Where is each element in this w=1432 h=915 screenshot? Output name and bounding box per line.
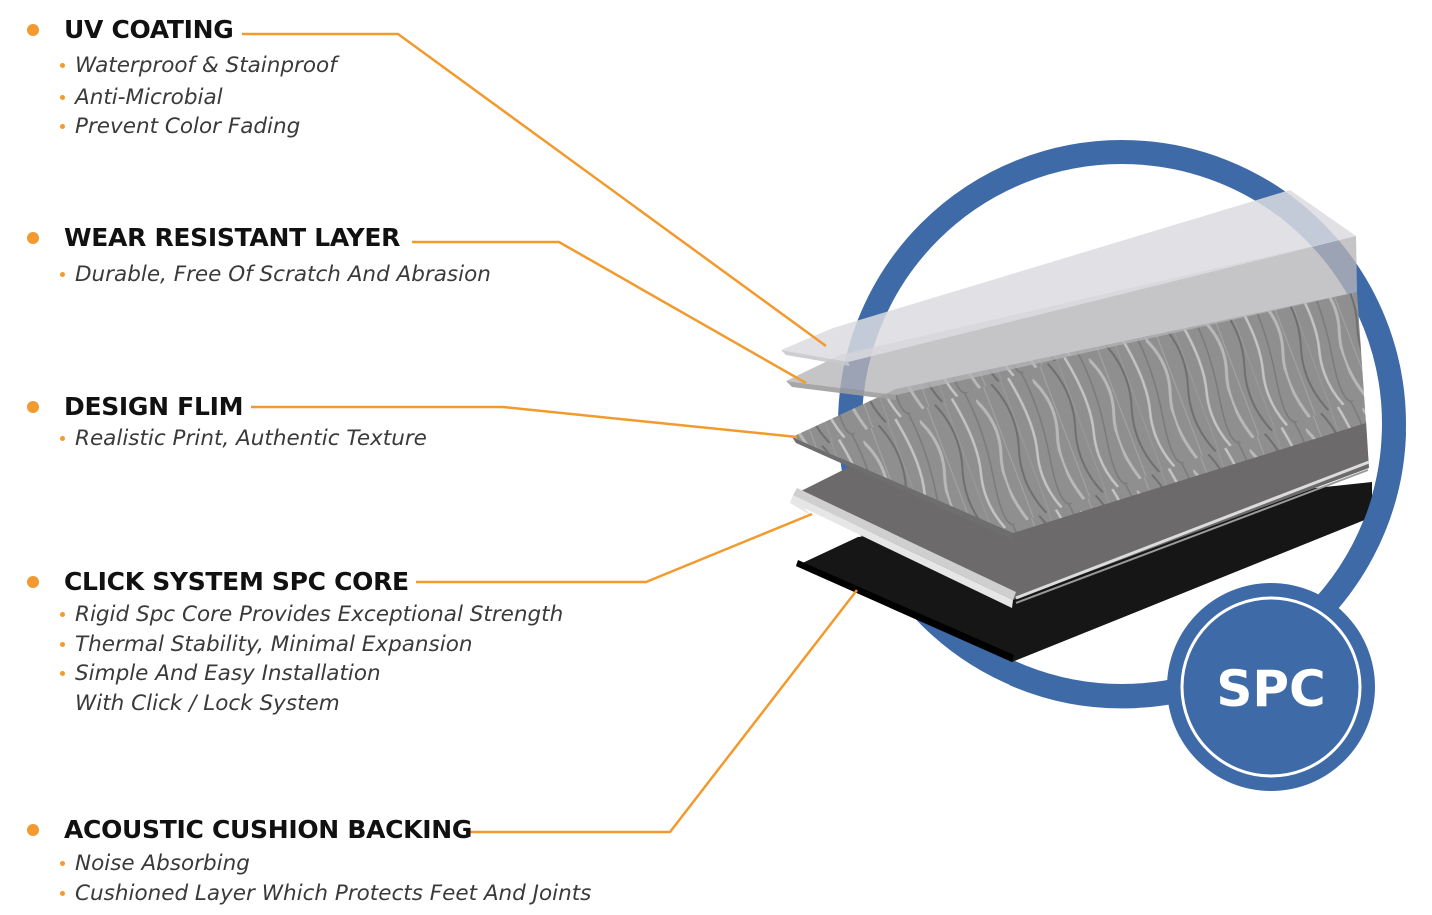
bullet-marker (60, 436, 65, 441)
orange-bullet-dot (27, 23, 39, 36)
bullet-marker (60, 890, 65, 896)
acoustic-backing-feature-list: Noise Absorbing Cushioned Layer Which Pr… (60, 849, 591, 908)
feature-item: Prevent Color Fading (60, 112, 337, 142)
uv-coating-sheet (781, 190, 1356, 366)
layer-title-acoustic-backing: ACOUSTIC CUSHION BACKING (64, 815, 473, 844)
orange-bullet-dot (27, 823, 39, 836)
feature-item: Noise Absorbing (60, 849, 591, 879)
layer-title-row: WEAR RESISTANT LAYER (27, 223, 400, 252)
spc-badge-icon: SPC (1167, 583, 1375, 791)
design-film-feature-list: Realistic Print, Authentic Texture (60, 424, 427, 454)
wear-layer-feature-list: Durable, Free Of Scratch And Abrasion (60, 260, 491, 290)
design-film-slab (792, 292, 1366, 540)
leader-line-uv (242, 32, 827, 348)
feature-item: Anti-Microbial (60, 83, 337, 113)
leader-line-core (416, 512, 813, 584)
feature-item: Thermal Stability, Minimal Expansion (60, 630, 563, 660)
layer-title-wear-resistant: WEAR RESISTANT LAYER (64, 223, 401, 252)
feature-item: Rigid Spc Core Provides Exceptional Stre… (60, 600, 563, 630)
feature-item: Durable, Free Of Scratch And Abrasion (60, 260, 491, 290)
layer-title-row: DESIGN FLIM (27, 392, 243, 421)
layer-title-spc-core: CLICK SYSTEM SPC CORE (64, 567, 409, 596)
layer-title-row: ACOUSTIC CUSHION BACKING (27, 815, 472, 844)
bullet-marker (60, 861, 65, 866)
bullet-marker (60, 124, 65, 129)
bullet-marker (60, 94, 65, 100)
leader-lines (242, 32, 858, 834)
leader-line-wear (412, 240, 807, 385)
feature-item: Realistic Print, Authentic Texture (60, 424, 427, 454)
leader-line-backing (466, 589, 858, 834)
feature-item: Waterproof & Stainproof (60, 51, 337, 81)
bullet-marker (60, 671, 65, 676)
orange-bullet-dot (27, 400, 39, 413)
bullet-marker (60, 272, 65, 277)
spc-core-feature-list: Rigid Spc Core Provides Exceptional Stre… (60, 600, 563, 718)
bullet-marker (60, 641, 65, 647)
bullet-marker (60, 612, 65, 617)
uv-coating-feature-list: Waterproof & Stainproof Anti-Microbial P… (60, 51, 337, 142)
spc-badge-label: SPC (1216, 660, 1325, 718)
leader-line-design (251, 405, 798, 439)
layer-title-row: UV COATING (27, 15, 234, 44)
layer-title-row: CLICK SYSTEM SPC CORE (27, 567, 409, 596)
orange-bullet-dot (27, 575, 39, 588)
orange-bullet-dot (27, 231, 39, 244)
bullet-marker (60, 63, 65, 68)
feature-item: Cushioned Layer Which Protects Feet And … (60, 879, 591, 909)
layer-title-design-film: DESIGN FLIM (64, 392, 244, 421)
wear-layer-sheet (786, 236, 1357, 400)
layer-title-uv-coating: UV COATING (64, 15, 234, 44)
